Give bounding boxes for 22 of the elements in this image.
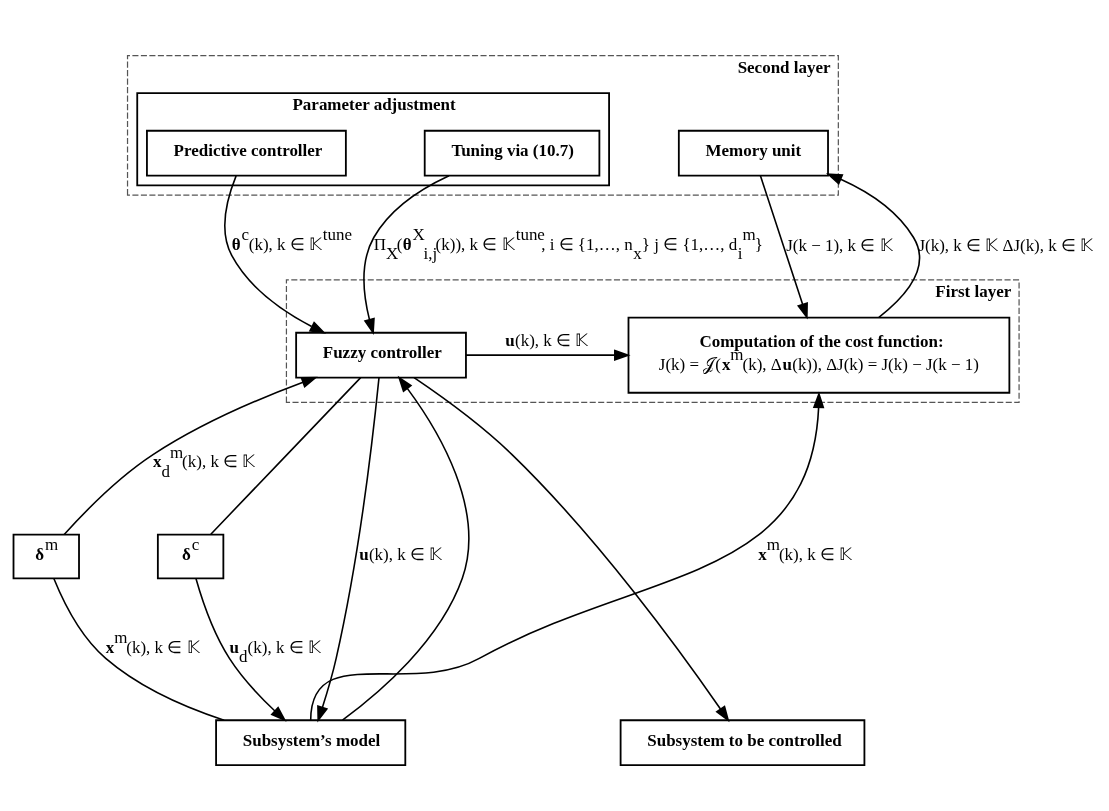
arrow (413, 376, 730, 723)
arrow (826, 173, 921, 319)
edge-label: J(k), k ∈ 𝕂 ΔJ(k), k ∈ 𝕂 (918, 236, 1094, 256)
arrow (317, 377, 380, 723)
arrow (759, 174, 808, 320)
node-box: Fuzzy controller (295, 331, 467, 379)
node-box: Subsystem to be controlled (619, 719, 866, 767)
edge-label: u(k), k ∈ 𝕂 (505, 330, 589, 350)
node-box: Subsystem’s model (215, 719, 407, 767)
node-box: Tuning via (10.7) (423, 129, 601, 177)
edge-label: u(k), k ∈ 𝕂 (359, 544, 443, 564)
arrow (63, 376, 318, 536)
arrow (341, 375, 470, 721)
edge-label: J(k − 1), k ∈ 𝕂 (786, 236, 893, 256)
connector (53, 577, 225, 721)
arrow (224, 175, 327, 334)
node-box: Predictive controller (146, 129, 347, 177)
arrow (465, 349, 631, 361)
arrow (195, 577, 287, 722)
arrow (309, 391, 825, 722)
node-box: Memory unit (677, 129, 829, 177)
connector (210, 376, 362, 535)
